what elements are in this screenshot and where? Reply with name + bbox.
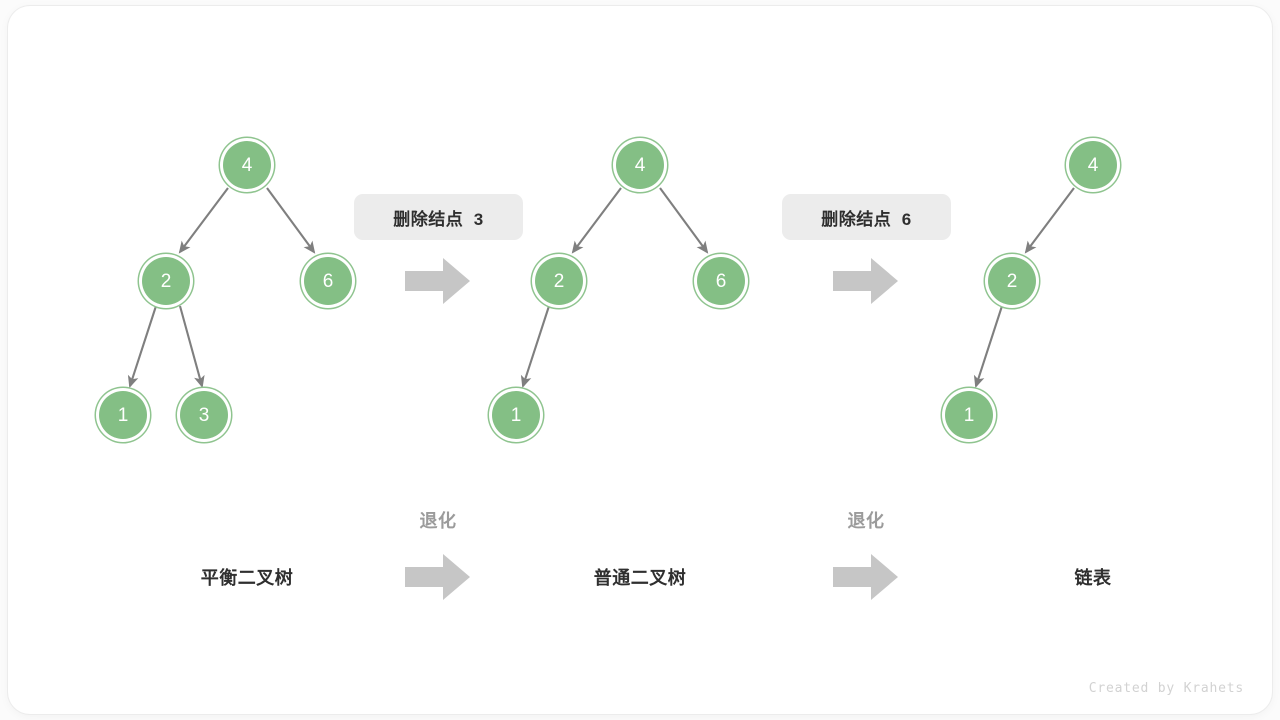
edge-4-2 [571, 187, 622, 254]
node-ordinary-4[interactable]: 4 [616, 141, 664, 189]
node-list-2[interactable]: 2 [988, 257, 1036, 305]
edge-4-2 [1024, 187, 1075, 254]
edge-4-2 [178, 187, 229, 254]
node-balanced-6[interactable]: 6 [304, 257, 352, 305]
node-list-1[interactable]: 1 [945, 391, 993, 439]
arrow-transition-2-bottom [833, 553, 899, 601]
edge-2-1 [520, 305, 550, 388]
caption-linked-list: 链表 [1074, 568, 1112, 588]
node-balanced-3[interactable]: 3 [180, 391, 228, 439]
degrade-label-1: 退化 [419, 511, 457, 531]
node-ordinary-6[interactable]: 6 [697, 257, 745, 305]
arrow-transition-2-top [833, 257, 899, 305]
edge-4-6 [659, 187, 709, 254]
arrow-transition-1-top [405, 257, 471, 305]
caption-balanced-tree: 平衡二叉树 [200, 568, 294, 588]
node-balanced-4[interactable]: 4 [223, 141, 271, 189]
caption-ordinary-tree: 普通二叉树 [593, 568, 687, 588]
arrow-transition-1-bottom [405, 553, 471, 601]
node-balanced-1[interactable]: 1 [99, 391, 147, 439]
figure-card [8, 6, 1272, 714]
edge-2-1 [973, 305, 1003, 388]
badge-remove-node-3[interactable]: 删除结点 3 [354, 194, 523, 240]
edge-2-1 [127, 305, 157, 388]
badge-remove-node-6[interactable]: 删除结点 6 [782, 194, 951, 240]
node-list-4[interactable]: 4 [1069, 141, 1117, 189]
node-balanced-2[interactable]: 2 [142, 257, 190, 305]
edge-2-3 [178, 305, 205, 389]
degrade-label-2: 退化 [847, 511, 885, 531]
node-ordinary-1[interactable]: 1 [492, 391, 540, 439]
edge-4-6 [266, 187, 316, 254]
node-ordinary-2[interactable]: 2 [535, 257, 583, 305]
watermark: Created by Krahets [1088, 681, 1244, 696]
